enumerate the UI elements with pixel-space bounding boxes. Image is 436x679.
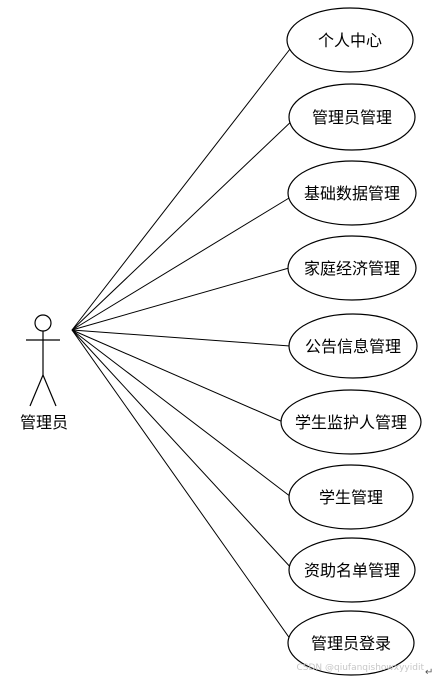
use-case-family-economy: 家庭经济管理 xyxy=(287,235,417,301)
use-case-basic-data: 基础数据管理 xyxy=(287,160,417,226)
use-case-admin-management: 管理员管理 xyxy=(288,83,416,151)
association-line-student xyxy=(71,329,292,498)
use-case-admin-login: 管理员登录 xyxy=(287,610,415,676)
use-case-label: 管理员登录 xyxy=(311,634,391,653)
association-line-personal-center xyxy=(71,39,298,331)
use-case-funding-list: 资助名单管理 xyxy=(288,537,416,603)
use-case-ellipse xyxy=(288,464,414,530)
association-line-basic-data xyxy=(71,194,295,331)
use-case-label: 学生管理 xyxy=(319,488,383,507)
use-case-ellipse xyxy=(288,537,416,603)
actor-right-leg xyxy=(42,374,57,407)
actor-left-leg xyxy=(29,374,44,407)
use-case-ellipse xyxy=(287,235,417,301)
association-line-admin-login xyxy=(71,329,294,644)
actor-figure xyxy=(26,314,60,407)
association-line-family-economy xyxy=(71,267,290,331)
use-case-label: 个人中心 xyxy=(318,31,382,50)
association-line-announcement xyxy=(71,329,291,347)
use-case-ellipse xyxy=(287,610,415,676)
associations xyxy=(71,39,298,644)
use-case-personal-center: 个人中心 xyxy=(286,7,414,73)
use-case-label: 资助名单管理 xyxy=(304,561,400,580)
association-line-guardian xyxy=(71,329,284,423)
use-case-ellipse xyxy=(288,83,416,151)
paragraph-return-mark: ↵ xyxy=(425,667,433,678)
use-case-label: 基础数据管理 xyxy=(304,184,400,203)
use-case-announcement: 公告信息管理 xyxy=(288,313,418,379)
use-case-ellipse xyxy=(287,160,417,226)
association-line-funding-list xyxy=(71,329,294,571)
use-case-label: 管理员管理 xyxy=(312,108,392,127)
actor-label: 管理员 xyxy=(20,413,68,432)
use-case-student: 学生管理 xyxy=(288,464,414,530)
use-case-guardian: 学生监护人管理 xyxy=(280,389,422,455)
use-case-label: 家庭经济管理 xyxy=(304,259,400,278)
use-case-ellipse xyxy=(288,313,418,379)
watermark-text: CSDN @qiufanqishowxyyidit xyxy=(296,663,424,673)
actor-head xyxy=(34,314,52,332)
use-case-ellipse xyxy=(286,7,414,73)
use-case-ellipse xyxy=(280,389,422,455)
use-case-label: 学生监护人管理 xyxy=(295,413,407,432)
association-line-admin-management xyxy=(71,116,297,331)
use-case-label: 公告信息管理 xyxy=(305,337,401,356)
